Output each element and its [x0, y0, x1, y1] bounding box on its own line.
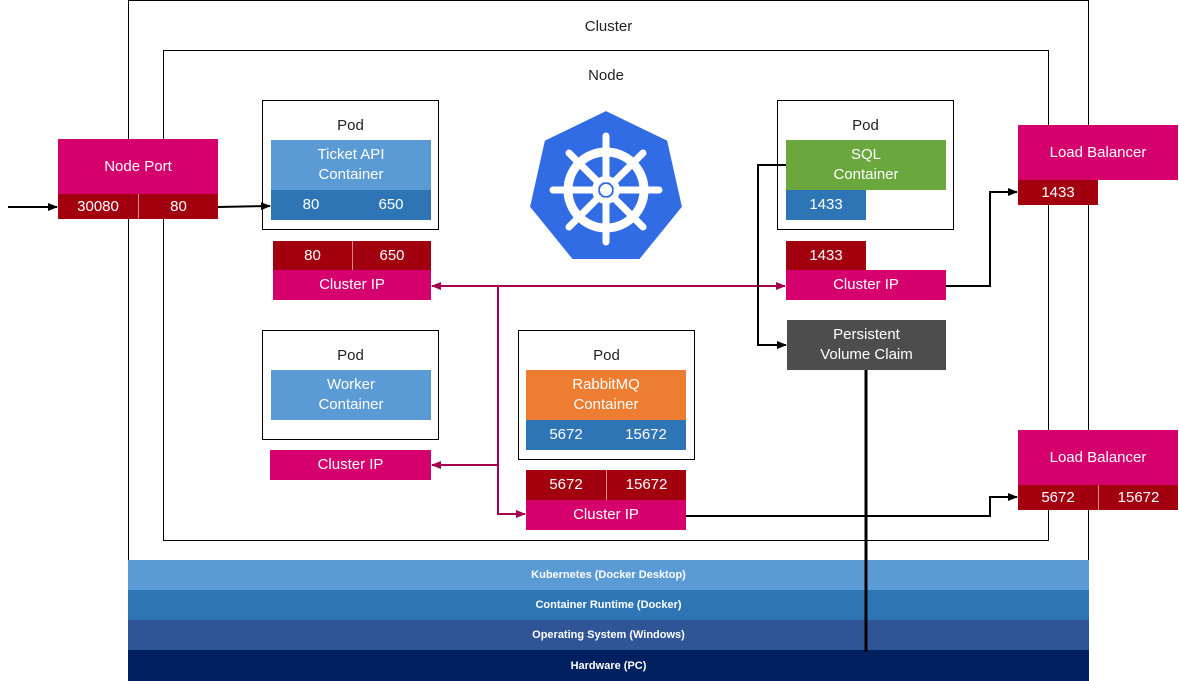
ticket-pod-title: Pod — [337, 117, 364, 134]
cluster-title: Cluster — [584, 18, 633, 35]
lb-sql-port-1433: 1433 — [1018, 180, 1098, 205]
node-port-header: Node Port — [58, 139, 218, 194]
ticket-container-port-650: 650 — [351, 190, 431, 220]
lb-sql-header: Load Balancer — [1018, 125, 1178, 180]
sql-pod-title: Pod — [852, 117, 879, 134]
ticket-container-port-80: 80 — [271, 190, 351, 220]
lb-rabbit-port-15672: 15672 — [1098, 485, 1178, 510]
node-title: Node — [588, 67, 624, 84]
persistent-volume-claim: Persistent Volume Claim — [787, 320, 946, 370]
rabbit-cluster-ip: Cluster IP — [526, 500, 686, 530]
lb-rabbit-header: Load Balancer — [1018, 430, 1178, 485]
node-port-80: 80 — [138, 194, 218, 219]
sql-container-port-1433: 1433 — [786, 190, 866, 220]
rabbit-cluster-port-5672: 5672 — [526, 470, 606, 500]
rabbit-cluster-port-15672: 15672 — [606, 470, 686, 500]
rabbitmq-container: RabbitMQ Container — [526, 370, 686, 420]
worker-pod-title: Pod — [337, 347, 364, 364]
layer-hardware: Hardware (PC) — [128, 650, 1089, 681]
node-port-30080: 30080 — [58, 194, 138, 219]
worker-container: Worker Container — [271, 370, 431, 420]
layer-operating-system: Operating System (Windows) — [128, 620, 1089, 650]
ticket-api-container: Ticket API Container — [271, 140, 431, 190]
kubernetes-logo-icon — [527, 108, 685, 261]
sql-container: SQL Container — [786, 140, 946, 190]
ticket-cluster-port-80: 80 — [273, 241, 352, 270]
layer-container-runtime: Container Runtime (Docker) — [128, 590, 1089, 620]
ticket-cluster-ip: Cluster IP — [273, 270, 431, 300]
sql-cluster-port-1433: 1433 — [786, 241, 866, 270]
rabbit-container-port-5672: 5672 — [526, 420, 606, 450]
lb-rabbit-port-5672: 5672 — [1018, 485, 1098, 510]
worker-cluster-ip: Cluster IP — [270, 450, 431, 480]
sql-cluster-ip: Cluster IP — [786, 270, 946, 300]
layer-kubernetes: Kubernetes (Docker Desktop) — [128, 560, 1089, 590]
ticket-cluster-port-650: 650 — [352, 241, 431, 270]
rabbit-pod-title: Pod — [593, 347, 620, 364]
rabbit-container-port-15672: 15672 — [606, 420, 686, 450]
